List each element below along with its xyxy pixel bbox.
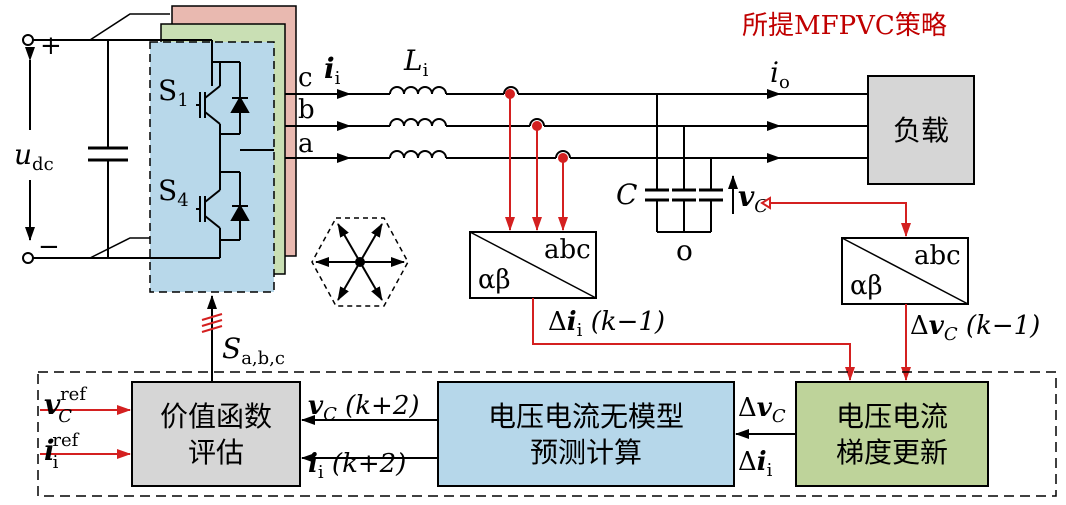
transform-left-top: abc — [544, 235, 591, 265]
capacitor-label: C — [616, 178, 637, 211]
phase-a-label: a — [298, 129, 314, 159]
pred-i-label: ii (k+2) — [308, 449, 406, 483]
gradient-block — [795, 381, 989, 487]
output-current-label: io — [770, 56, 790, 93]
v-ref-label: vCref — [44, 384, 87, 427]
cost-function-line2: 评估 — [188, 436, 244, 469]
prediction-line2: 预测计算 — [530, 436, 642, 469]
gradient-line2: 梯度更新 — [836, 436, 948, 469]
delta-v-prev-label: ΔvC (k−1) — [910, 311, 1040, 345]
dc-plus-sign: + — [40, 31, 62, 61]
switch-signal: Sa,b,c — [201, 295, 285, 382]
dc-minus-terminal — [22, 252, 34, 264]
transform-right-bottom: αβ — [850, 271, 883, 301]
i-ref-label: iiref — [44, 430, 80, 473]
cap-voltage-label: vC — [738, 180, 768, 217]
filter-capacitors — [645, 94, 738, 233]
measurement-signals — [40, 89, 911, 459]
inverter: S1 S4 — [149, 5, 297, 293]
phase-b-label: b — [298, 95, 315, 125]
prediction-line1: 电压电流无模型 — [488, 400, 684, 433]
controller-frame — [37, 371, 1057, 497]
strategy-title: 所提MFPVC策略 — [742, 11, 947, 41]
dc-link: + − udc — [14, 13, 170, 264]
switch-s1-label: S1 — [158, 74, 189, 111]
switch-s4-label: S4 — [158, 174, 189, 211]
igbt-s4-icon — [196, 134, 250, 258]
grad-di-label: Δii — [738, 447, 773, 481]
gradient-line1: 电压电流 — [836, 400, 948, 433]
phase-lines: c b a ii Li io — [285, 44, 868, 163]
igbt-s1-icon — [196, 61, 250, 135]
dc-plus-terminal — [22, 34, 34, 46]
phase-c-label: c — [298, 63, 313, 93]
prediction-block — [437, 381, 735, 487]
cost-function-line1: 价值函数 — [160, 400, 272, 433]
transform-right-top: abc — [914, 241, 961, 271]
inductor-label: Li — [403, 44, 429, 81]
transform-right: abc αβ — [841, 237, 969, 305]
delta-i-prev-label: Δii (k−1) — [548, 307, 665, 341]
dc-voltage-label: udc — [14, 138, 54, 175]
transform-left-bottom: αβ — [478, 265, 511, 295]
dc-minus-sign: − — [38, 232, 60, 262]
inverter-current-label: ii — [324, 52, 341, 89]
switch-signal-label: Sa,b,c — [222, 332, 285, 369]
pred-v-label: vC (k+2) — [308, 391, 420, 425]
transform-left: abc αβ — [469, 231, 597, 299]
neutral-point-label: o — [676, 234, 693, 267]
cost-function-block — [131, 381, 301, 487]
load-label: 负载 — [893, 114, 949, 147]
grad-dv-label: ΔvC — [738, 393, 786, 427]
load-block — [867, 75, 975, 185]
space-vector-icon — [311, 217, 409, 307]
